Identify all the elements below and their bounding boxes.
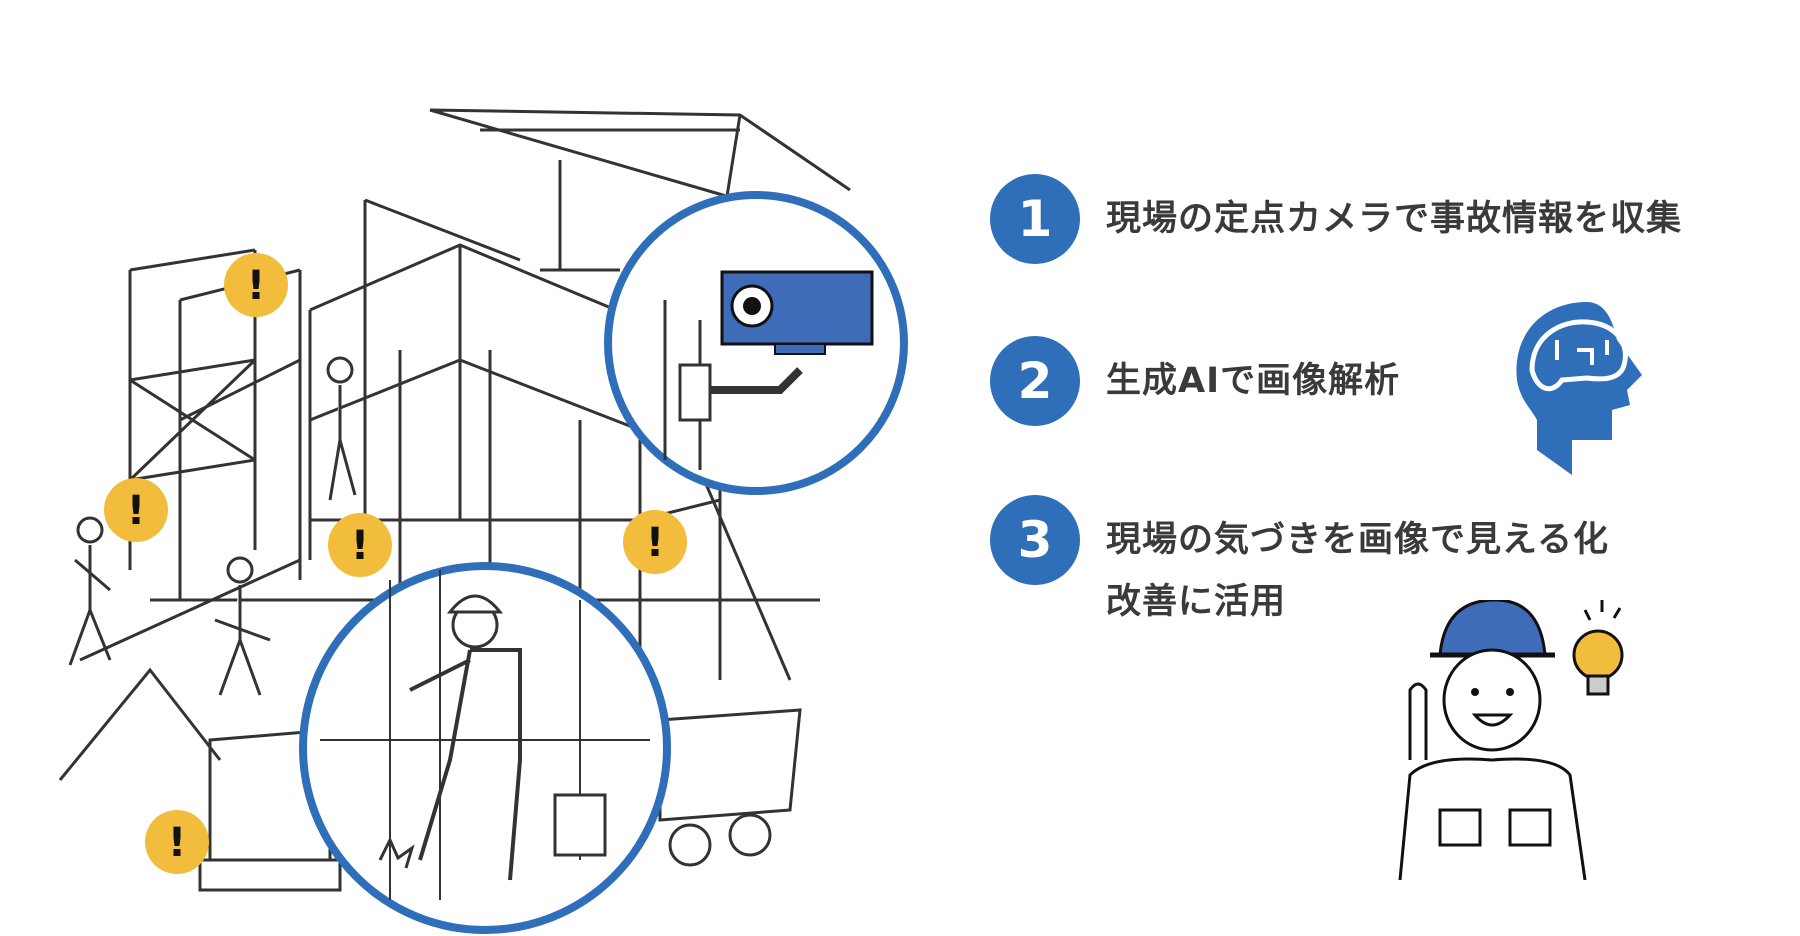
svg-text:!: ! bbox=[351, 523, 369, 569]
warning-icon: ! bbox=[224, 253, 288, 317]
workers bbox=[68, 356, 357, 696]
step-3: 3 現場の気づきを画像で見える化 改善に活用 bbox=[990, 495, 1609, 633]
step-text: 生成AIで画像解析 bbox=[1106, 361, 1401, 401]
camera-callout bbox=[604, 191, 908, 495]
svg-text:!: ! bbox=[127, 488, 145, 534]
svg-text:!: ! bbox=[646, 520, 664, 566]
step-number-badge: 1 bbox=[990, 174, 1080, 264]
warning-badges: ! ! ! ! ! bbox=[104, 253, 687, 874]
step-2: 2 生成AIで画像解析 bbox=[990, 336, 1400, 426]
accident-callout bbox=[299, 562, 671, 934]
dump-truck bbox=[658, 708, 802, 867]
lightbulb-icon bbox=[1572, 600, 1624, 696]
ai-brain-head-icon bbox=[1516, 302, 1642, 475]
excavator bbox=[58, 667, 342, 892]
step-text: 現場の定点カメラで事故情報を収集 bbox=[1106, 199, 1683, 239]
worker-idea-illustration bbox=[1398, 600, 1624, 880]
step-text: 現場の気づきを画像で見える化 改善に活用 bbox=[1106, 509, 1609, 633]
warning-icon: ! bbox=[623, 510, 687, 574]
warning-icon: ! bbox=[328, 513, 392, 577]
step-text-line-1: 現場の気づきを画像で見える化 bbox=[1106, 520, 1609, 560]
warning-icon: ! bbox=[145, 810, 209, 874]
construction-site-illustration: ! ! ! ! ! bbox=[58, 108, 908, 934]
scaffold-structure bbox=[79, 108, 851, 740]
step-1: 1 現場の定点カメラで事故情報を収集 bbox=[990, 174, 1682, 264]
svg-text:!: ! bbox=[247, 263, 265, 309]
step-text-line-2: 改善に活用 bbox=[1106, 582, 1287, 622]
step-number-badge: 3 bbox=[990, 495, 1080, 585]
svg-text:!: ! bbox=[168, 820, 186, 866]
step-number-badge: 2 bbox=[990, 336, 1080, 426]
warning-icon: ! bbox=[104, 478, 168, 542]
hard-hat-icon bbox=[1438, 600, 1547, 657]
